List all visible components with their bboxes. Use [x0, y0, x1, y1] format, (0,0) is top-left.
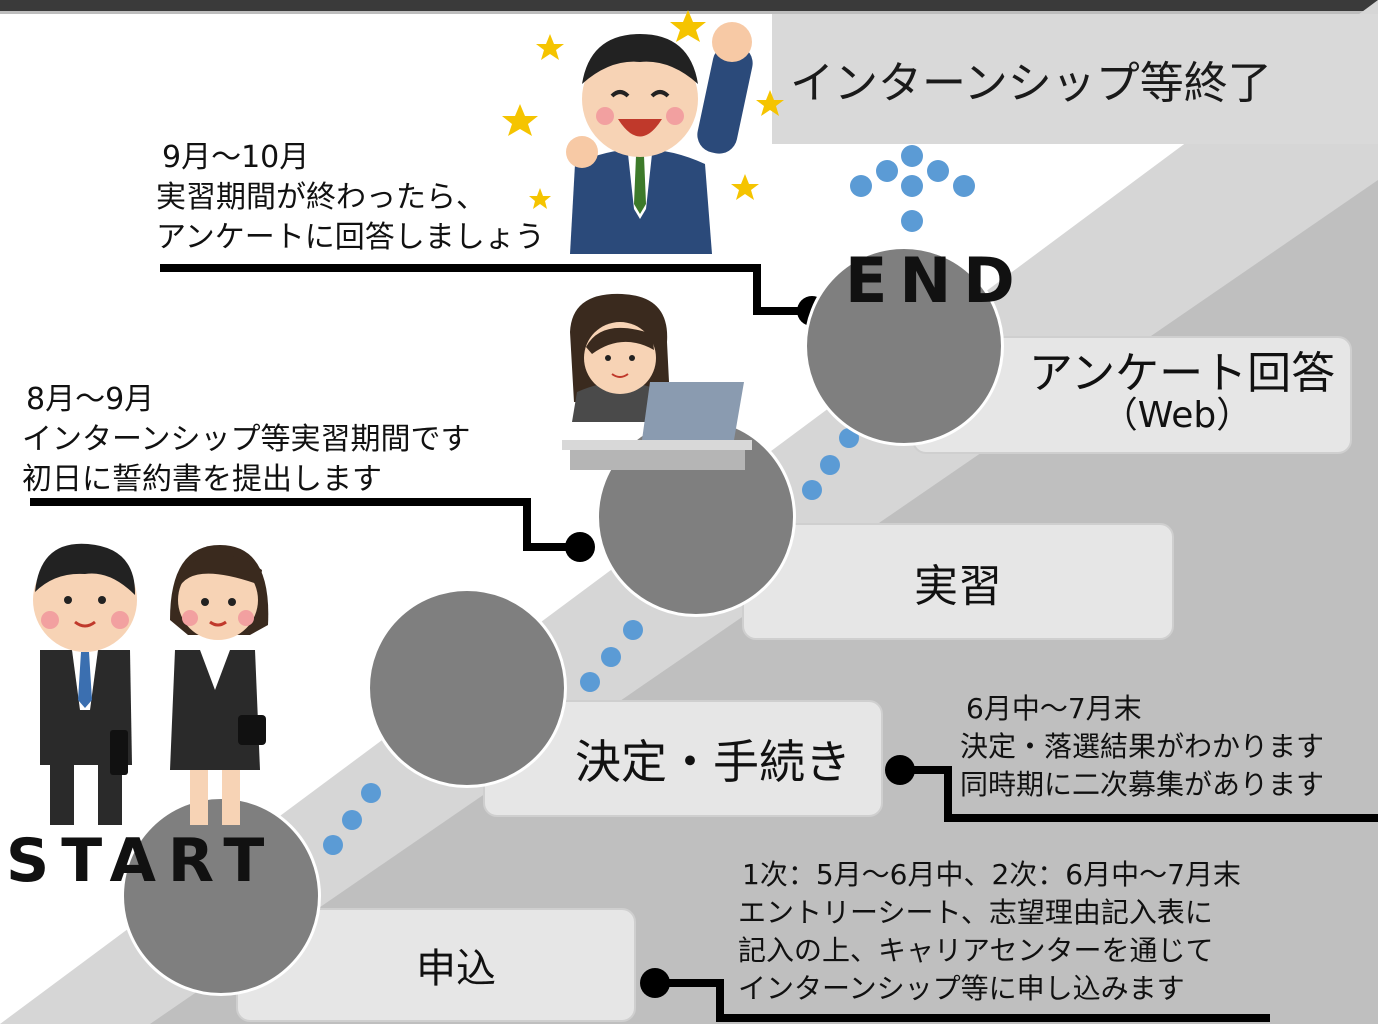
callout-lines: [30, 264, 1378, 1022]
note-decision-line: 決定・落選結果がわかります: [960, 730, 1325, 763]
top-bar: [0, 0, 1378, 14]
note-practice: 8月～9月 インターンシップ等実習期間です 初日に誓約書を提出します: [22, 380, 471, 500]
step-connector-dots: [323, 428, 859, 855]
note-survey-line: 実習期間が終わったら、: [156, 180, 486, 215]
step-survey-label: アンケート回答: [1028, 348, 1336, 399]
office-worker-icon: [562, 293, 752, 470]
step-circle-end: [804, 246, 1004, 446]
note-survey-line: アンケートに回答しましょう: [156, 220, 545, 255]
completion-title-box: インターンシップ等終了: [772, 14, 1378, 144]
callout-endpoints: [565, 296, 915, 998]
step-decision-label: 決定・手続き: [575, 734, 851, 789]
step-practice-box: 実習: [742, 523, 1174, 640]
student-boy-icon: [33, 543, 137, 825]
note-practice-line: 初日に誓約書を提出します: [22, 462, 382, 497]
note-practice-line: インターンシップ等実習期間です: [22, 422, 471, 457]
student-girl-icon: [170, 545, 269, 825]
note-decision-period: 6月中～7月末: [966, 692, 1142, 725]
celebrating-man-icon: [502, 10, 784, 254]
step-practice-label: 実習: [914, 560, 1002, 612]
step-apply-label: 申込: [416, 946, 496, 992]
step-circle-decision: [367, 588, 567, 788]
note-apply: 1次：5月～6月中、2次：6月中～7月末 エントリーシート、志望理由記入表に 記…: [738, 856, 1241, 1008]
students-icon: [33, 543, 269, 825]
step-survey-sublabel: （Web）: [1101, 395, 1253, 436]
note-decision-line: 同時期に二次募集があります: [960, 768, 1325, 801]
note-apply-line: 記入の上、キャリアセンターを通じて: [738, 934, 1214, 967]
note-apply-line: エントリーシート、志望理由記入表に: [738, 896, 1213, 929]
note-apply-period: 1次：5月～6月中、2次：6月中～7月末: [742, 858, 1241, 891]
arrow-up-icon: [850, 145, 975, 232]
start-label: START: [6, 826, 277, 896]
note-survey: 9月～10月 実習期間が終わったら、 アンケートに回答しましょう: [156, 138, 545, 258]
end-label: END: [845, 244, 1027, 317]
step-circle-start: [121, 796, 321, 996]
note-practice-period: 8月～9月: [26, 382, 155, 417]
note-apply-line: インターンシップ等に申し込みます: [738, 972, 1185, 1005]
completion-title: インターンシップ等終了: [790, 58, 1272, 109]
note-decision: 6月中～7月末 決定・落選結果がわかります 同時期に二次募集があります: [960, 690, 1324, 804]
note-survey-period: 9月～10月: [162, 140, 310, 175]
